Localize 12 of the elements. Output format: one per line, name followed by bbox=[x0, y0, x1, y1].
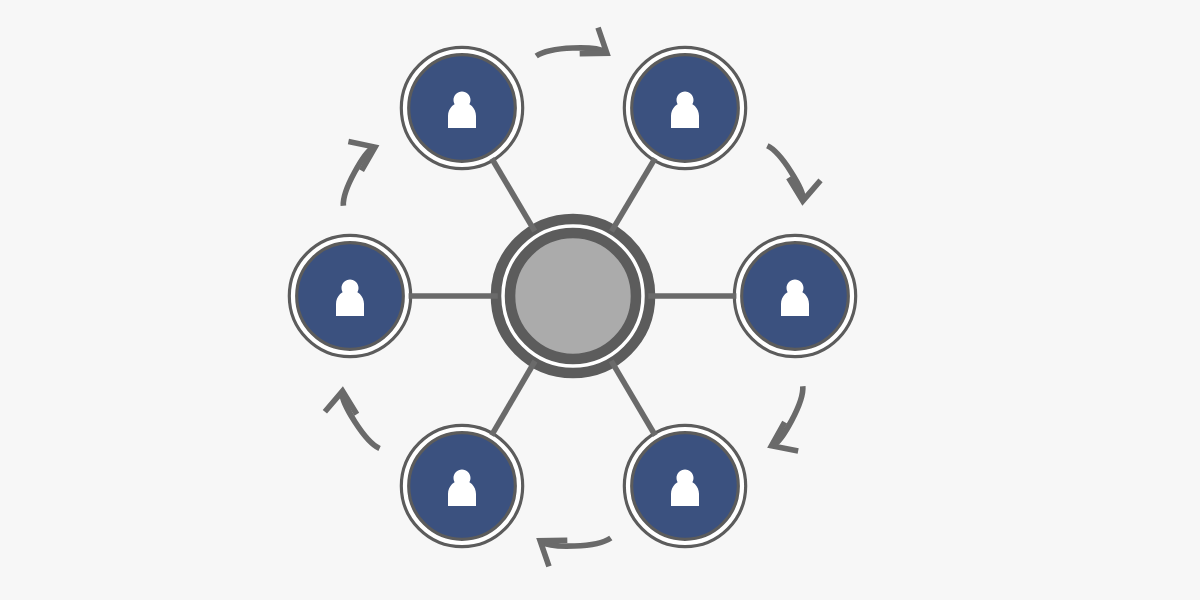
spoke-line bbox=[608, 359, 658, 437]
hub-circle bbox=[490, 213, 656, 379]
curved-arrow bbox=[536, 535, 613, 568]
spoke-line bbox=[408, 293, 498, 299]
spoke-line bbox=[609, 156, 658, 233]
spoke-line bbox=[489, 359, 538, 437]
curved-arrow bbox=[767, 386, 806, 454]
spoke-line bbox=[489, 157, 538, 233]
spoke-line bbox=[648, 293, 737, 299]
member-circle bbox=[622, 423, 748, 549]
member-circle bbox=[399, 423, 525, 549]
curved-arrow bbox=[534, 26, 611, 59]
